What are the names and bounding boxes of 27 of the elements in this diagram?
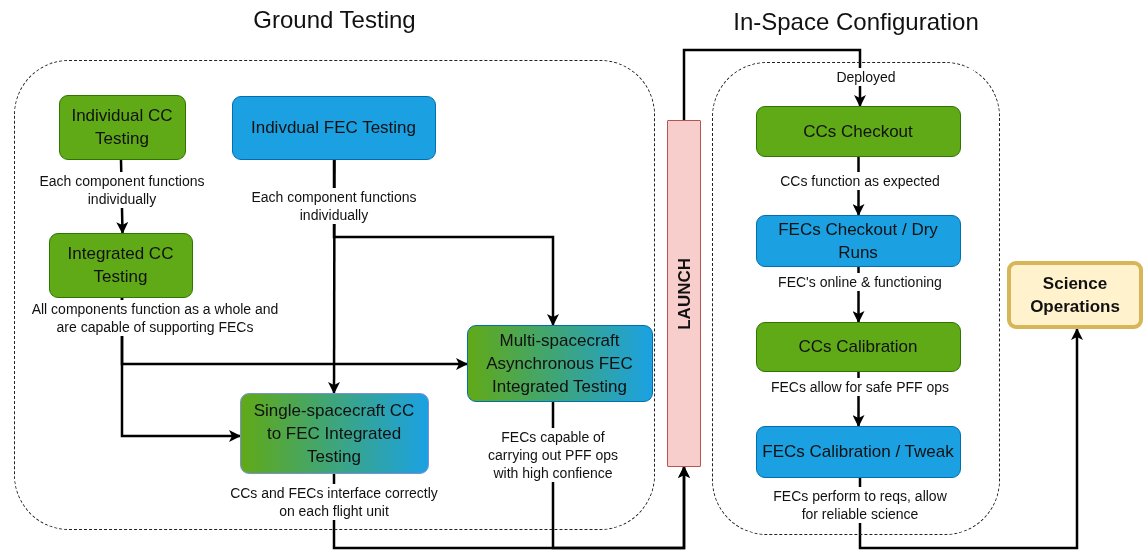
- stage-label: LAUNCH: [673, 257, 695, 330]
- box-label: Single-spacecraft CC to FEC Integrated Testing: [252, 399, 416, 468]
- process-box: [239, 392, 429, 474]
- process-box: [755, 105, 961, 157]
- process-box: [755, 214, 961, 267]
- box-label: FECs Calibration / Tweak: [761, 441, 955, 463]
- box-label: Integrated CC Testing: [66, 243, 175, 288]
- connector-arrow: [858, 328, 1083, 550]
- box-label: CCs Checkout: [802, 120, 914, 143]
- process-box: [58, 94, 186, 160]
- box-label: Individual CC Testing: [70, 105, 174, 150]
- section-title: In-Space Configuration: [732, 7, 980, 37]
- box-label: Indivdual FEC Testing: [249, 117, 418, 139]
- process-box: [755, 321, 961, 372]
- connector-arrow: [332, 160, 559, 326]
- connector-arrow: [682, 48, 866, 120]
- process-box: [755, 425, 961, 478]
- box-label: Multi-spacecraft Asynchronous FEC Integrated Testing: [485, 329, 634, 398]
- box-label: CCs Calibration: [797, 336, 919, 358]
- process-box: [466, 324, 653, 402]
- launch-bar: [667, 120, 701, 467]
- process-box: [231, 95, 436, 160]
- terminal-box: [1007, 261, 1143, 329]
- process-box: [48, 232, 193, 298]
- section-title: Ground Testing: [252, 5, 417, 35]
- box-label: FECs Checkout / Dry Runs: [777, 218, 939, 264]
- box-label: Science Operations: [1029, 273, 1121, 318]
